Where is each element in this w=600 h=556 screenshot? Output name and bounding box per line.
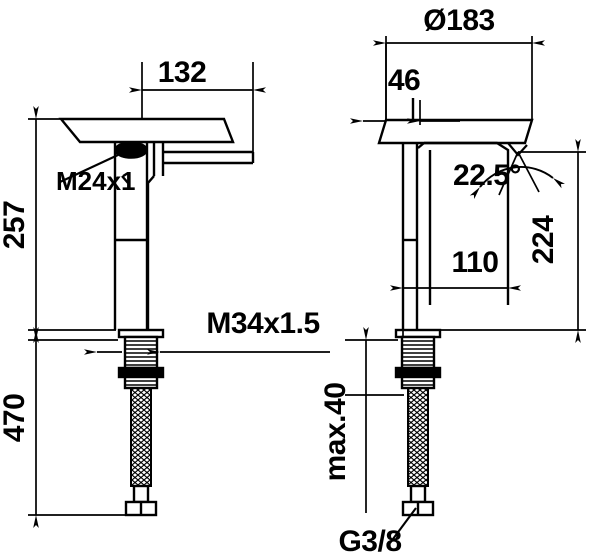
left-supply-hose — [124, 387, 158, 517]
dimension-labels: 132 257 470 M34x1.5 M24x1 Ø183 46 22.5° … — [0, 4, 560, 556]
right-supply-hose — [401, 387, 435, 517]
dim-cartridge-thread: M24x1 — [56, 166, 136, 196]
dim-lever-angle: 22.5° — [453, 159, 521, 192]
right-notch — [507, 142, 528, 157]
dim-hose-length: 470 — [0, 394, 31, 443]
right-spout-plate — [377, 98, 534, 145]
left-body-column — [113, 142, 155, 330]
right-body-column — [401, 141, 510, 330]
dim-overall-height: 257 — [0, 201, 31, 250]
dimension-lines — [28, 36, 586, 544]
dim-max-deck-thickness: max.40 — [319, 383, 352, 482]
dim-spout-reach: 132 — [158, 56, 207, 89]
left-threaded-shank — [117, 328, 165, 390]
right-threaded-shank — [394, 328, 442, 390]
cartridge-nut-symbol — [114, 141, 148, 159]
dim-swivel-diameter: Ø183 — [423, 4, 494, 37]
left-lever-handle — [152, 142, 255, 176]
left-faucet-view — [58, 117, 255, 517]
dim-spout-height: 110 — [452, 246, 499, 279]
dim-spout-total-height: 224 — [527, 215, 560, 264]
dim-hose-connection: G3/8 — [338, 525, 401, 556]
dim-body-thread: M34x1.5 — [206, 307, 319, 340]
dim-base-offset: 46 — [388, 64, 420, 97]
right-faucet-view — [377, 98, 534, 517]
left-spout-body — [58, 117, 235, 144]
